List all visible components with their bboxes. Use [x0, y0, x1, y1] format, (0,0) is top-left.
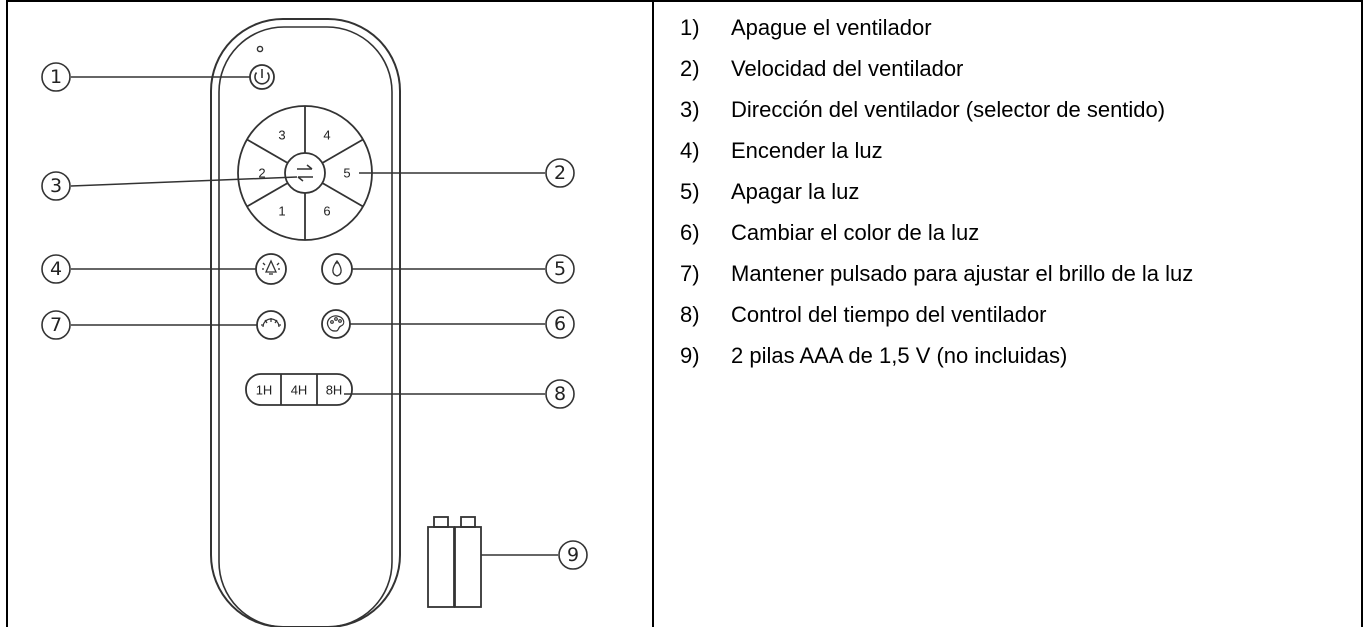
legend-item: 3) Dirección del ventilador (selector de …: [680, 96, 1193, 137]
legend-text: 2 pilas AAA de 1,5 V (no incluidas): [731, 343, 1068, 368]
callout-5: [545, 254, 575, 284]
legend-text: Control del tiempo del ventilador: [731, 302, 1047, 327]
legend-item: 2) Velocidad del ventilador: [680, 55, 1193, 96]
callout-9-number: 9: [567, 544, 579, 566]
legend-item: 4) Encender la luz: [680, 137, 1193, 178]
timer-1h-label: 1H: [256, 383, 273, 398]
speed-1-label: 1: [278, 204, 285, 219]
legend-item: 9) 2 pilas AAA de 1,5 V (no incluidas): [680, 342, 1193, 383]
timer-8h-label: 8H: [326, 383, 343, 398]
legend-number: 5): [680, 179, 700, 204]
light-off-button[interactable]: [321, 253, 353, 285]
legend-text: Apague el ventilador: [731, 15, 932, 40]
legend-number: 3): [680, 97, 700, 122]
legend-text: Encender la luz: [731, 138, 883, 163]
timer-4h-label: 4H: [291, 383, 308, 398]
speed-2-label: 2: [258, 166, 265, 181]
callout-6-number: 6: [554, 313, 566, 335]
legend-list: 1) Apague el ventilador 2) Velocidad del v…: [680, 14, 1193, 383]
light-on-button[interactable]: [255, 253, 287, 285]
callout-3: [41, 171, 71, 201]
callout-1-number: 1: [50, 66, 62, 88]
legend-item: 1) Apague el ventilador: [680, 14, 1193, 55]
legend-number: 4): [680, 138, 700, 163]
brightness-icon: [261, 318, 281, 328]
speed-4-label: 4: [323, 128, 330, 143]
column-divider: [652, 0, 654, 627]
legend-item: 7) Mantener pulsado para ajustar el brill…: [680, 260, 1193, 301]
legend-text: Cambiar el color de la luz: [731, 220, 980, 245]
legend-text: Apagar la luz: [731, 179, 860, 204]
callout-2-number: 2: [554, 162, 566, 184]
callout-4-number: 4: [50, 258, 62, 280]
legend-number: 1): [680, 15, 700, 40]
legend-text: Velocidad del ventilador: [731, 56, 964, 81]
power-button[interactable]: [249, 64, 275, 90]
light-on-icon: [262, 259, 280, 275]
callout-3-number: 3: [50, 175, 62, 197]
palette-icon: [326, 315, 345, 332]
reverse-icon: [297, 164, 313, 182]
callout-7-number: 7: [50, 314, 62, 336]
table-frame: [6, 0, 1363, 627]
batteries: [427, 516, 482, 608]
brightness-button[interactable]: [256, 310, 286, 340]
speed-5-label: 5: [343, 166, 350, 181]
callout-7: [41, 310, 71, 340]
callout-2: [545, 158, 575, 188]
legend-number: 9): [680, 343, 700, 368]
callout-4: [41, 254, 71, 284]
speed-3-label: 3: [278, 128, 285, 143]
legend-item: 8) Control del tiempo del ventilador: [680, 301, 1193, 342]
speed-wheel[interactable]: [237, 105, 373, 241]
callout-1: [41, 62, 71, 92]
callout-8: [545, 379, 575, 409]
legend-number: 7): [680, 261, 700, 286]
legend-text: Dirección del ventilador (selector de se…: [731, 97, 1166, 122]
speed-6-label: 6: [323, 204, 330, 219]
speed-labels: 3 4 2 5 1 6: [258, 128, 350, 219]
light-off-icon: [332, 259, 342, 277]
legend-number: 6): [680, 220, 700, 245]
callout-5-number: 5: [554, 258, 566, 280]
remote-body: [210, 18, 401, 627]
color-button[interactable]: [321, 309, 351, 339]
remote-diagram: 3 4 2 5 1 6: [8, 2, 652, 627]
callout-8-number: 8: [554, 383, 566, 405]
callout-9: [558, 540, 588, 570]
legend-number: 2): [680, 56, 700, 81]
timer-button-group[interactable]: [245, 373, 353, 406]
callout-6: [545, 309, 575, 339]
legend-text: Mantener pulsado para ajustar el brillo …: [731, 261, 1194, 286]
indicator-led: [256, 45, 264, 53]
legend-item: 5) Apagar la luz: [680, 178, 1193, 219]
legend-number: 8): [680, 302, 700, 327]
leader-lines: [70, 76, 558, 556]
legend-item: 6) Cambiar el color de la luz: [680, 219, 1193, 260]
